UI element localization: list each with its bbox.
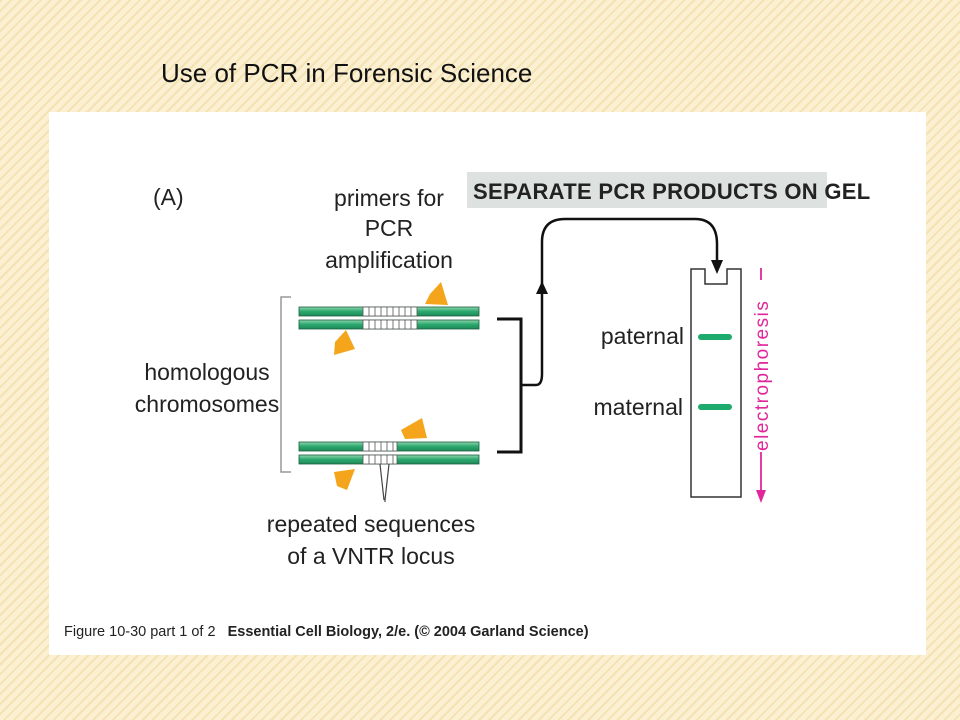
connector-bracket (497, 317, 523, 454)
homologous-label-line2: chromosomes (135, 391, 279, 417)
electrophoresis-label: electrophoresis (752, 300, 773, 451)
primers-label-line2: PCR (365, 215, 414, 241)
chromosome-pair-2 (298, 441, 480, 465)
band-label-maternal: maternal (594, 394, 683, 420)
homologous-label-line1: homologous (144, 359, 269, 385)
primer-arrow-top-2 (401, 418, 427, 439)
primers-label-line1: primers for (334, 185, 444, 211)
electrophoresis-label-bg (750, 280, 772, 452)
gel-banner-text: SEPARATE PCR PRODUCTS ON GEL (473, 179, 871, 204)
primer-arrow-bottom-1 (334, 330, 355, 355)
slide-title: Use of PCR in Forensic Science (161, 58, 533, 88)
gel-outline (690, 268, 742, 498)
band-maternal (698, 404, 732, 410)
pcr-figure: (A) SEPARATE PCR PRODUCTS ON GEL primers… (49, 112, 926, 655)
chromosome-pair-1 (298, 306, 480, 330)
caption-source: Essential Cell Biology, 2/e. (© 2004 Gar… (228, 624, 589, 640)
gel-banner-bg (467, 172, 827, 208)
flow-arrow-to-gel-head (711, 260, 723, 274)
homologous-bracket (280, 296, 291, 473)
primer-arrow-bottom-2 (334, 469, 355, 490)
panel-label: (A) (153, 184, 184, 210)
primer-arrow-top-1 (425, 282, 448, 305)
electrophoresis-arrow-head (756, 490, 766, 503)
flow-arrow-up (521, 290, 544, 387)
pcr-diagram: (A) SEPARATE PCR PRODUCTS ON GEL primers… (64, 172, 871, 640)
caption-prefix: Figure 10-30 part 1 of 2 (64, 624, 216, 640)
band-paternal (698, 334, 732, 340)
flow-arrow-to-gel (540, 217, 719, 290)
primers-label-line3: amplification (325, 247, 453, 273)
repeats-label-line2: of a VNTR locus (287, 543, 454, 569)
repeats-label-line1: repeated sequences (267, 511, 475, 537)
figure-caption: Figure 10-30 part 1 of 2 Essential Cell … (64, 624, 589, 640)
band-label-paternal: paternal (601, 323, 684, 349)
repeat-pointer-lines (379, 463, 390, 502)
